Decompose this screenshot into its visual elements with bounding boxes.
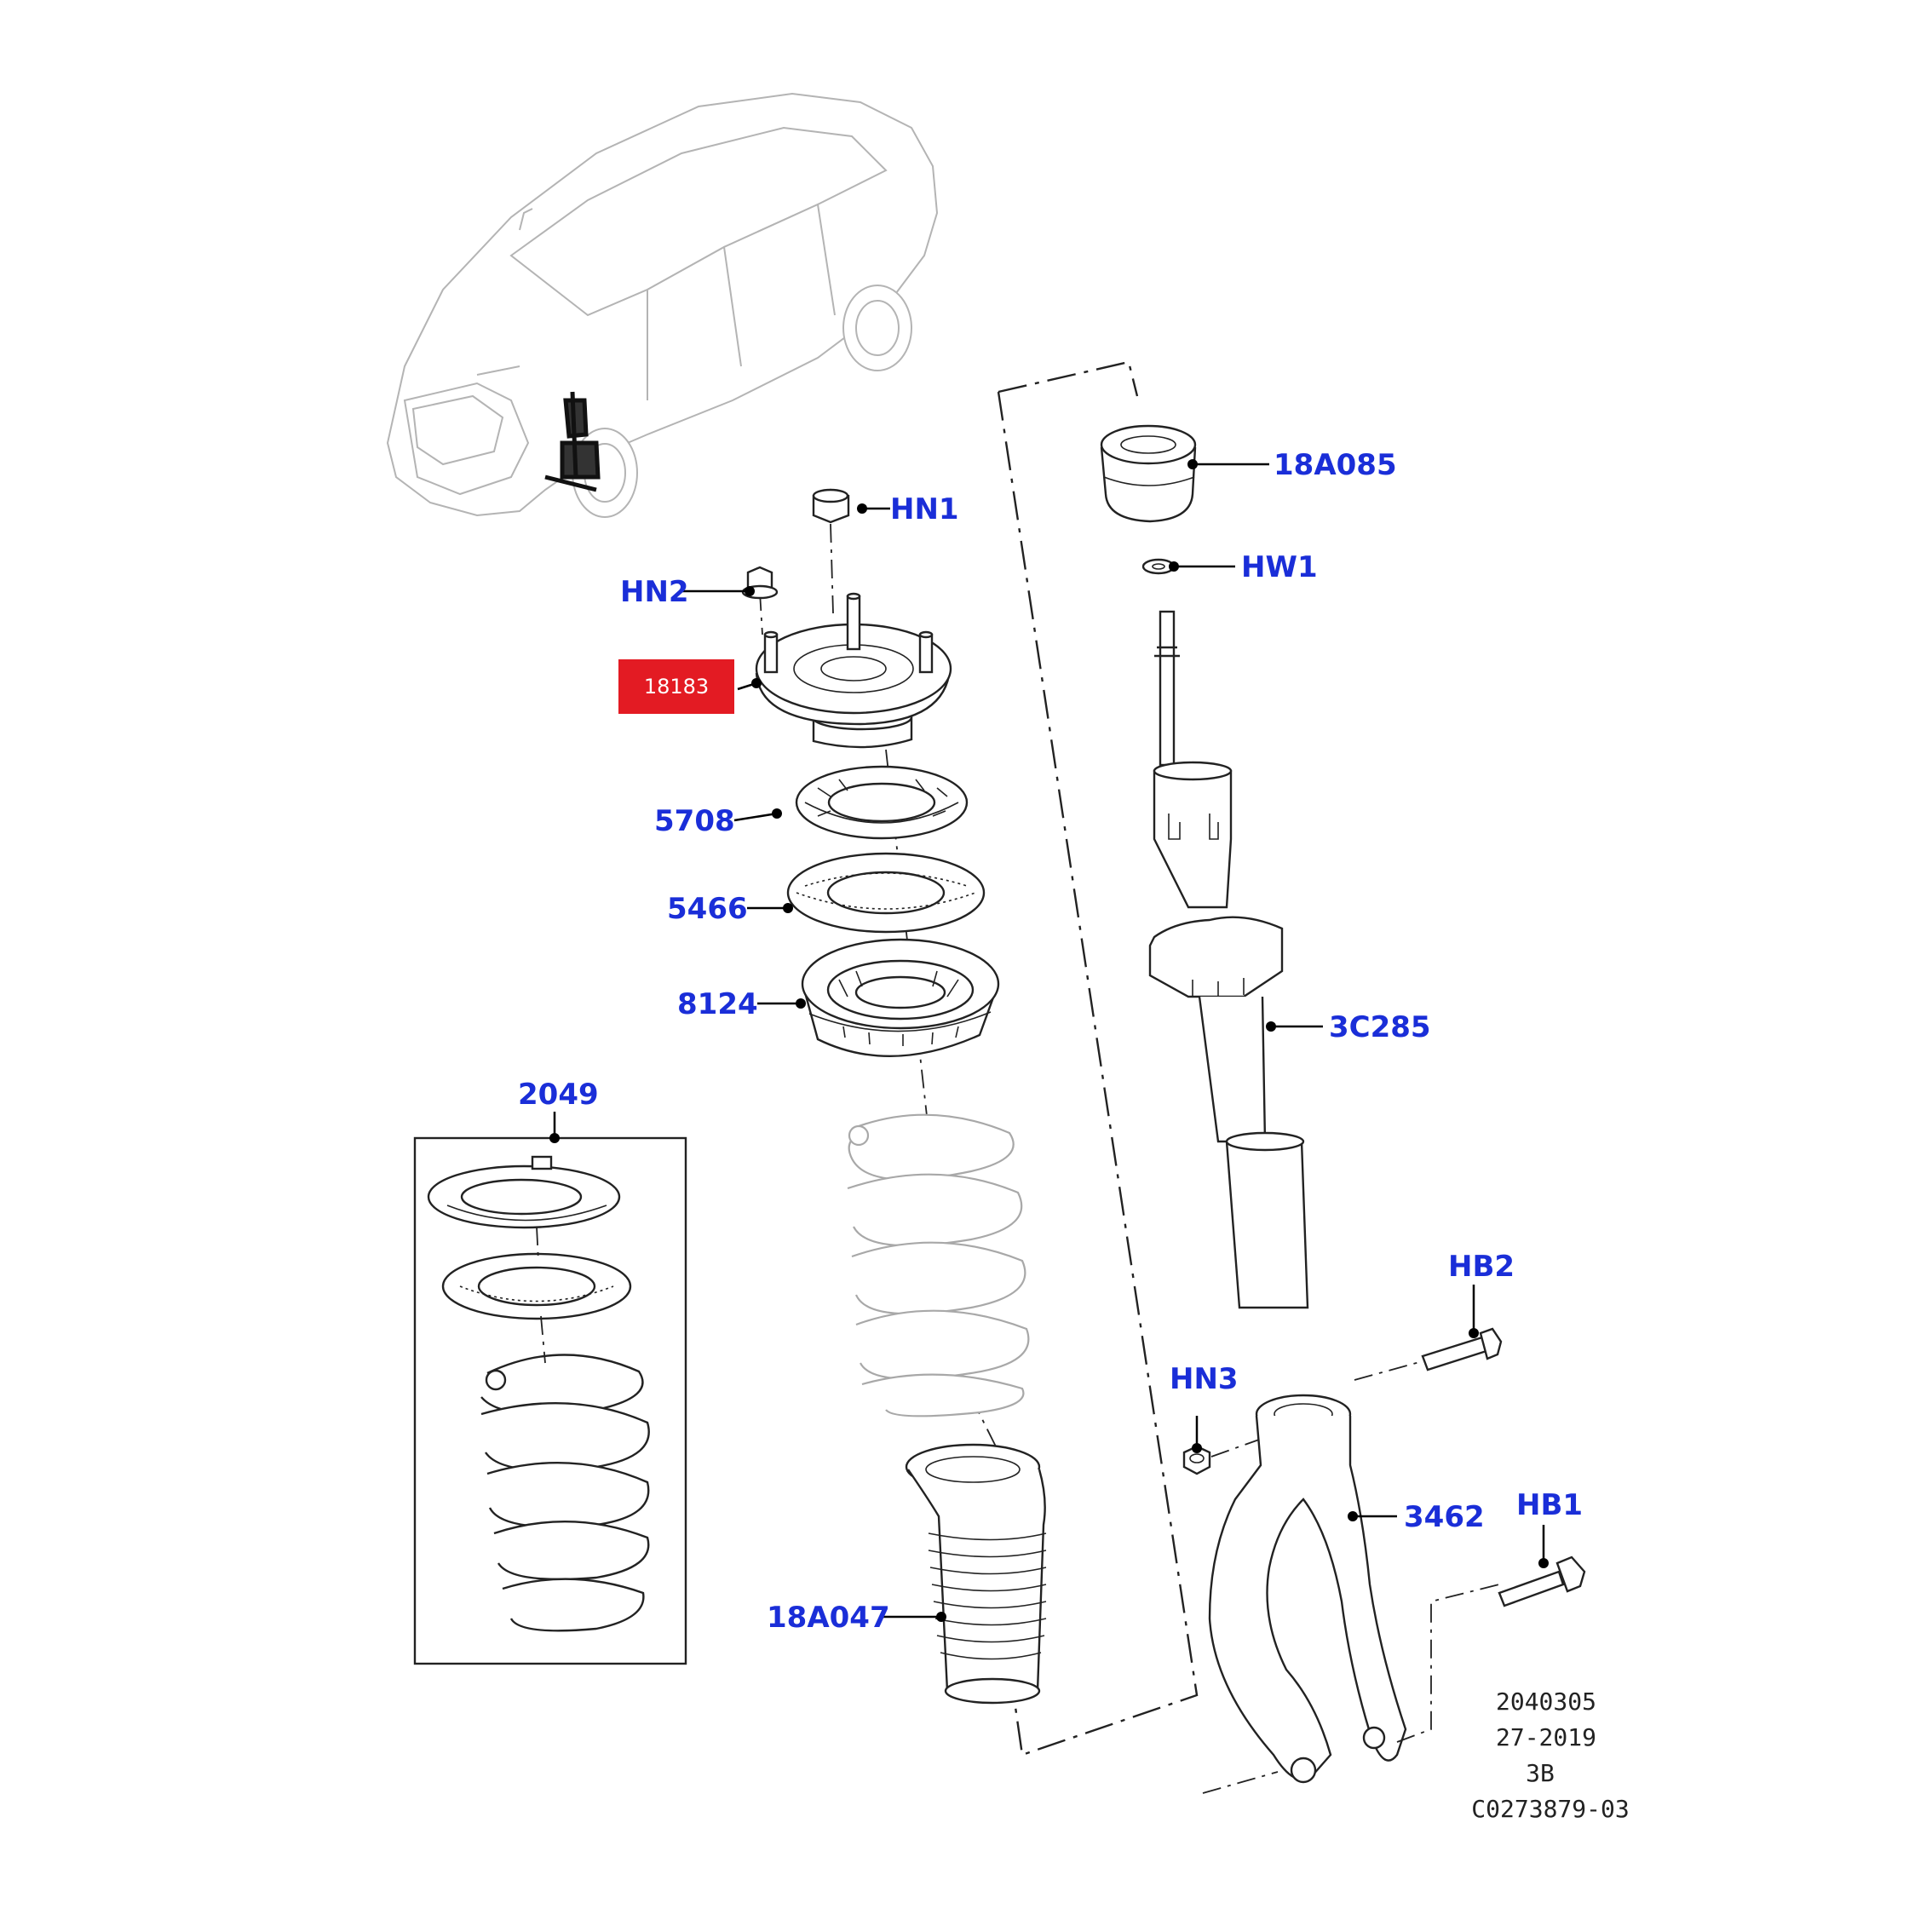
label-2049: 2049: [518, 1078, 599, 1112]
bearing-8124: [801, 938, 1000, 1058]
label-hb1: HB1: [1516, 1488, 1583, 1522]
bump-stop-18a085: [1100, 424, 1197, 523]
damper-3c285: [1148, 610, 1309, 1309]
assembly-boundary-line: [997, 360, 1199, 1757]
hn1-nut: [812, 488, 850, 524]
axis-hn3: [1210, 1439, 1260, 1458]
coil-spring-gray: [847, 1113, 1030, 1417]
car-strut-highlight: [544, 391, 601, 492]
axis-inset: [536, 1226, 546, 1364]
label-5466: 5466: [667, 892, 748, 926]
spring-seat-5466: [786, 852, 986, 934]
hb2-bolt: [1421, 1327, 1503, 1371]
label-18183[interactable]: 18183: [644, 675, 709, 699]
highlighted-part-badge[interactable]: 18183: [618, 659, 734, 714]
ref-line-2: 27-2019: [1496, 1723, 1596, 1751]
illustration-reference: 2040305 27-2019 3B C0273879-03: [1471, 1688, 1629, 1823]
label-18a047: 18A047: [767, 1601, 890, 1635]
axis-hb2: [1354, 1360, 1423, 1381]
upper-insulator-5708: [795, 765, 969, 840]
label-5708: 5708: [654, 804, 735, 838]
label-3462: 3462: [1404, 1500, 1485, 1534]
label-hb2: HB2: [1448, 1250, 1515, 1284]
axis-knuckle-lower: [1202, 1584, 1500, 1794]
axis-stud-left: [759, 591, 763, 635]
inset-box-2049: [413, 1136, 687, 1665]
callout-leaders: [549, 459, 1549, 1622]
label-3c285: 3C285: [1329, 1010, 1431, 1044]
label-hn1: HN1: [890, 492, 959, 526]
label-8124: 8124: [677, 987, 758, 1021]
label-18a085: 18A085: [1274, 448, 1397, 482]
top-mount-18183: [755, 592, 952, 749]
axis-top-mount: [830, 523, 834, 614]
vehicle-locator-illustration: [386, 92, 939, 518]
knuckle-3462: [1208, 1394, 1407, 1784]
label-hw1: HW1: [1241, 550, 1318, 584]
label-hn2: HN2: [620, 575, 689, 609]
ref-line-4: C0273879-03: [1471, 1795, 1629, 1823]
highlight-box[interactable]: [618, 659, 734, 714]
label-hn3: HN3: [1170, 1362, 1239, 1396]
hn2-nut: [741, 566, 779, 600]
ref-line-1: 2040305: [1496, 1688, 1596, 1716]
dust-boot-18a047: [905, 1443, 1047, 1705]
hb1-bolt: [1498, 1555, 1586, 1607]
ref-line-3: 3B: [1526, 1759, 1555, 1787]
